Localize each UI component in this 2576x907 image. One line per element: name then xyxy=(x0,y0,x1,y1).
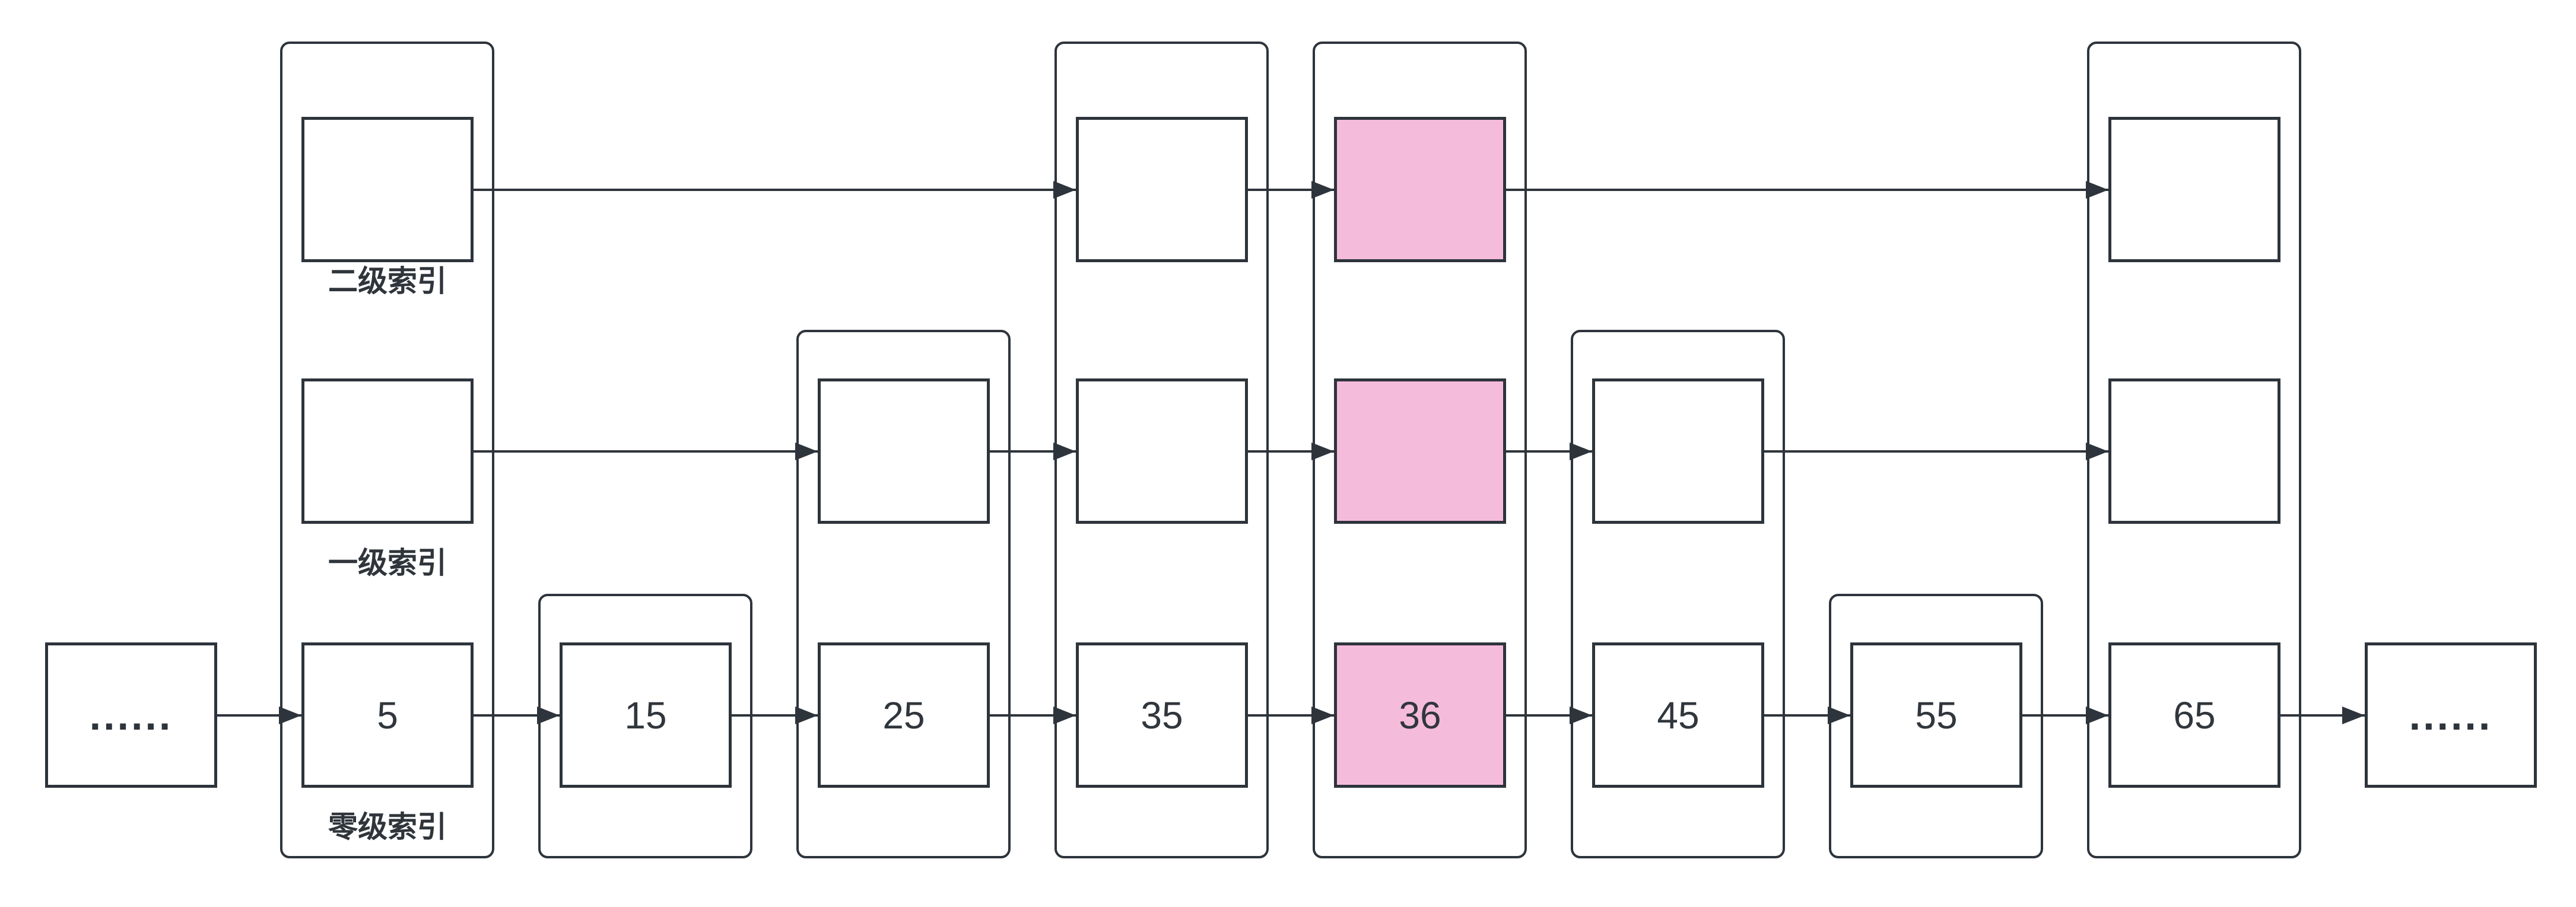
node-15-level0: 15 xyxy=(560,642,732,788)
node-65-level0: 65 xyxy=(2108,642,2280,788)
node-45-level1 xyxy=(1592,378,1764,524)
ellipsis-right-node: ...... xyxy=(2365,642,2537,788)
node-value: 5 xyxy=(377,693,398,737)
node-36-level0-highlighted: 36 xyxy=(1334,642,1506,788)
node-value: 55 xyxy=(1915,693,1958,737)
node-65-level1 xyxy=(2108,378,2280,524)
node-35-level2 xyxy=(1076,117,1248,262)
index-tower-55 xyxy=(1829,594,2043,858)
node-5-level2 xyxy=(301,117,474,262)
node-value: 65 xyxy=(2173,693,2216,737)
ellipsis-text: ...... xyxy=(2409,692,2493,739)
node-35-level1 xyxy=(1076,378,1248,524)
ellipsis-text: ...... xyxy=(89,692,173,739)
label-level2-index: 二级索引 xyxy=(328,265,447,298)
node-25-level1 xyxy=(818,378,990,524)
label-level0-index: 零级索引 xyxy=(328,810,447,844)
node-5-level0: 5 xyxy=(301,642,474,788)
node-value: 45 xyxy=(1657,693,1700,737)
node-25-level0: 25 xyxy=(818,642,990,788)
node-value: 15 xyxy=(624,693,667,737)
node-65-level2 xyxy=(2108,117,2280,262)
ellipsis-left-node: ...... xyxy=(45,642,217,788)
index-tower-15 xyxy=(538,594,752,858)
node-35-level0: 35 xyxy=(1076,642,1248,788)
node-55-level0: 55 xyxy=(1850,642,2022,788)
node-value: 35 xyxy=(1141,693,1183,737)
node-36-level1-highlighted xyxy=(1334,378,1506,524)
label-level1-index: 一级索引 xyxy=(328,546,447,580)
index-tower-5 xyxy=(280,42,494,858)
index-tower-25 xyxy=(796,330,1011,858)
node-45-level0: 45 xyxy=(1592,642,1764,788)
node-5-level1 xyxy=(301,378,474,524)
index-tower-45 xyxy=(1571,330,1785,858)
node-value: 36 xyxy=(1399,693,1441,737)
node-value: 25 xyxy=(882,693,925,737)
node-36-level2-highlighted xyxy=(1334,117,1506,262)
